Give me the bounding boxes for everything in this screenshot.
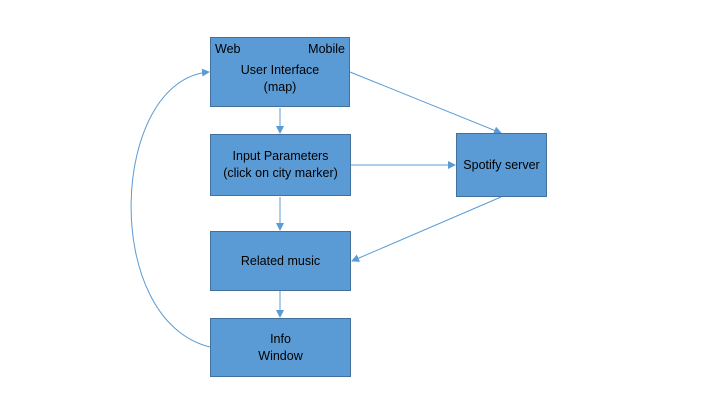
arrow-info-to-ui-curve <box>130 68 211 348</box>
mobile-label: Mobile <box>308 42 345 56</box>
web-label: Web <box>215 42 241 56</box>
spotify-server-title: Spotify server <box>463 157 540 172</box>
user-interface-title: User Interface <box>240 63 320 77</box>
arrow-ui-to-spotify <box>349 71 502 135</box>
related-music-title: Related music <box>240 253 321 268</box>
input-parameters-box: Input Parameters (click on city marker) <box>210 134 351 196</box>
user-interface-subtitle: (map) <box>263 80 297 94</box>
info-window-box: Info Window <box>210 318 351 377</box>
spotify-server-box: Spotify server <box>456 133 547 197</box>
info-window-title-line1: Info <box>270 331 291 346</box>
input-parameters-subtitle: (click on city marker) <box>223 166 338 180</box>
related-music-box: Related music <box>210 231 351 291</box>
user-interface-box: Web Mobile User Interface (map) <box>210 37 350 107</box>
arrow-spotify-to-related <box>351 196 502 262</box>
input-parameters-title: Input Parameters <box>232 149 329 163</box>
info-window-title-line2: Window <box>258 348 303 363</box>
